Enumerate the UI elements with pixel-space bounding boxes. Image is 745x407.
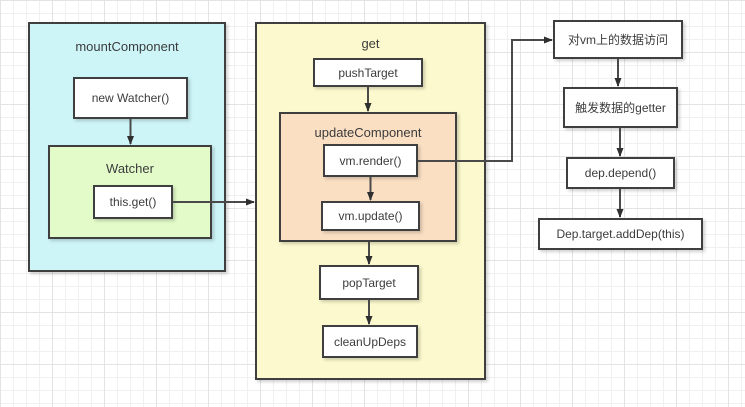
node-vm-update[interactable]: vm.update(): [321, 201, 420, 231]
node-this-get[interactable]: this.get(): [93, 185, 173, 219]
node-dep-depend[interactable]: dep.depend(): [566, 157, 675, 189]
node-push-target[interactable]: pushTarget: [313, 58, 423, 87]
node-trigger-getter[interactable]: 触发数据的getter: [563, 87, 678, 128]
node-add-dep[interactable]: Dep.target.addDep(this): [538, 218, 703, 250]
group-watcher[interactable]: Watcher: [48, 145, 212, 239]
node-pop-target[interactable]: popTarget: [319, 265, 419, 300]
node-data-access[interactable]: 对vm上的数据访问: [553, 20, 683, 59]
node-vm-render[interactable]: vm.render(): [323, 144, 418, 177]
group-title-mount-component: mountComponent: [75, 39, 179, 54]
group-title-watcher: Watcher: [106, 161, 154, 176]
group-title-get: get: [361, 36, 380, 51]
node-new-watcher[interactable]: new Watcher(): [73, 77, 188, 119]
group-title-update-component: updateComponent: [314, 125, 422, 140]
node-clean-up-deps[interactable]: cleanUpDeps: [322, 325, 418, 358]
